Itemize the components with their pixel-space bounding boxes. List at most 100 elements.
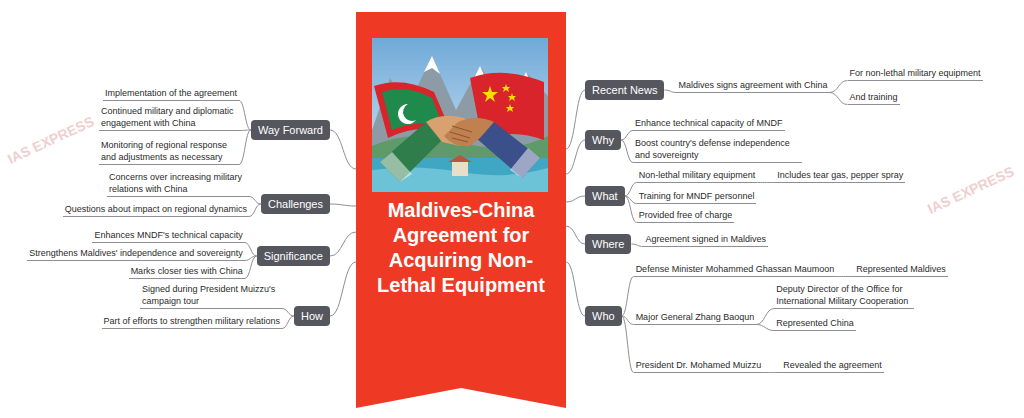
leaf-topic: And training — [848, 91, 900, 105]
topic-text: Implementation of the agreement — [105, 87, 237, 99]
watermark: IAS EXPRESS — [4, 113, 95, 167]
branch-connector — [621, 140, 633, 163]
leaf-topic: Training for MNDF personnel — [637, 190, 757, 204]
topic-text: Where — [592, 237, 624, 251]
branch-connector — [330, 232, 356, 256]
branch-connector — [757, 182, 775, 183]
leaf-topic: Includes tear gas, pepper spray — [775, 169, 905, 183]
topic-text: Way Forward — [258, 123, 323, 137]
branch-box: Why — [585, 130, 621, 150]
branch-connector — [756, 325, 774, 331]
topic-text: Monitoring of regional response and adju… — [101, 139, 237, 163]
branch-connector — [282, 309, 294, 317]
topic-text: Major General Zhang Baoqun — [636, 311, 755, 323]
leaf-topic: Part of efforts to strengthen military r… — [102, 315, 282, 329]
branch-connector — [239, 101, 251, 131]
branch-box: Who — [585, 306, 622, 326]
topic-text: How — [301, 309, 323, 323]
leaf-topic: Major General Zhang Baoqun — [634, 311, 757, 325]
topic-text: Significance — [264, 249, 323, 263]
branch-box: Recent News — [585, 80, 664, 100]
branch-connector — [566, 226, 585, 244]
leaf-topic: Enhance technical capacity of MNDF — [633, 117, 785, 131]
branch-box: What — [585, 186, 625, 206]
branch-connector — [622, 277, 634, 317]
branch-box: Challenges — [261, 194, 330, 214]
topic-text: Revealed the agreement — [783, 359, 882, 371]
topic-text: Enhances MNDF's technical capacity — [94, 229, 242, 241]
branch-connector — [631, 244, 643, 247]
topic-text: Marks closer ties with China — [131, 265, 243, 277]
leaf-topic: Defense Minister Mohammed Ghassan Maumoo… — [634, 263, 837, 277]
topic-text: Recent News — [592, 83, 657, 97]
topic-text: Agreement signed in Maldives — [645, 233, 766, 245]
leaf-topic: Deputy Director of the Office for Intern… — [774, 283, 914, 309]
leaf-topic: Represented Maldives — [854, 263, 948, 277]
branch-box: Where — [585, 234, 631, 254]
topic-text: Represented China — [776, 317, 854, 329]
topic-text: What — [592, 189, 618, 203]
branch-box: Significance — [257, 246, 330, 266]
leaf-topic: Non-lethal military equipment — [637, 169, 758, 183]
branch-connector — [625, 183, 637, 197]
leaf-topic: For non-lethal military equipment — [848, 67, 983, 81]
topic-text: Why — [592, 133, 614, 147]
topic-text: Defense Minister Mohammed Ghassan Maumoo… — [636, 263, 835, 275]
branch-connector — [830, 93, 848, 105]
leaf-topic: Represented China — [774, 317, 856, 331]
branch-connector — [836, 276, 854, 277]
topic-text: Concerns over increasing military relati… — [109, 171, 247, 195]
topic-text: Continued military and diplomatic engage… — [101, 105, 237, 129]
leaf-topic: Questions about impact on regional dynam… — [63, 203, 249, 217]
topic-text: Enhance technical capacity of MNDF — [635, 117, 783, 129]
branch-connector — [249, 204, 261, 217]
branch-connector — [245, 256, 257, 279]
leaf-topic: Agreement signed in Maldives — [643, 233, 768, 247]
branch-connector — [566, 140, 585, 174]
branch-connector — [756, 309, 774, 325]
branch-connector — [566, 196, 585, 202]
topic-text: Strengthens Maldives' independence and s… — [29, 247, 242, 259]
handshake-illustration — [372, 38, 548, 192]
branch-connector — [566, 90, 585, 149]
branch-connector — [625, 196, 637, 223]
branch-connector — [763, 372, 781, 373]
topic-text: Represented Maldives — [856, 263, 946, 275]
leaf-topic: Maldives signs agreement with China — [676, 79, 829, 93]
topic-text: And training — [850, 91, 898, 103]
leaf-topic: Provided free of charge — [637, 209, 735, 223]
branch-connector — [282, 316, 294, 329]
topic-text: For non-lethal military equipment — [850, 67, 981, 79]
leaf-topic: President Dr. Mohamed Muizzu — [634, 359, 764, 373]
branch-box: Way Forward — [251, 120, 330, 140]
topic-text: Part of efforts to strengthen military r… — [104, 315, 280, 327]
leaf-topic: Implementation of the agreement — [103, 87, 239, 101]
leaf-topic: Monitoring of regional response and adju… — [99, 139, 239, 165]
topic-text: Signed during President Muizzu's campaig… — [142, 283, 280, 307]
branch-connector — [622, 316, 634, 373]
branch-connector — [249, 197, 261, 205]
topic-text: Boost country's defense independence and… — [635, 137, 800, 161]
title-text: Maldives-China Agreement for Acquiring N… — [356, 198, 566, 298]
branch-connector — [566, 262, 585, 316]
branch-connector — [330, 262, 356, 316]
branch-connector — [830, 81, 848, 93]
topic-text: Training for MNDF personnel — [639, 190, 755, 202]
leaf-topic: Revealed the agreement — [781, 359, 884, 373]
leaf-topic: Strengthens Maldives' independence and s… — [27, 247, 244, 261]
leaf-topic: Boost country's defense independence and… — [633, 137, 802, 163]
branch-connector — [245, 243, 257, 257]
topic-text: Deputy Director of the Office for Intern… — [776, 283, 912, 307]
leaf-topic: Marks closer ties with China — [129, 265, 245, 279]
topic-text: Non-lethal military equipment — [639, 169, 756, 181]
topic-text: Maldives signs agreement with China — [678, 79, 827, 91]
watermark: IAS EXPRESS — [924, 163, 1015, 217]
topic-text: President Dr. Mohamed Muizzu — [636, 359, 762, 371]
branch-connector — [330, 204, 356, 206]
ribbon-shape — [356, 12, 566, 408]
branch-box: How — [294, 306, 330, 326]
leaf-topic: Continued military and diplomatic engage… — [99, 105, 239, 131]
title-banner: Maldives-China Agreement for Acquiring N… — [356, 12, 566, 408]
leaf-topic: Enhances MNDF's technical capacity — [92, 229, 244, 243]
